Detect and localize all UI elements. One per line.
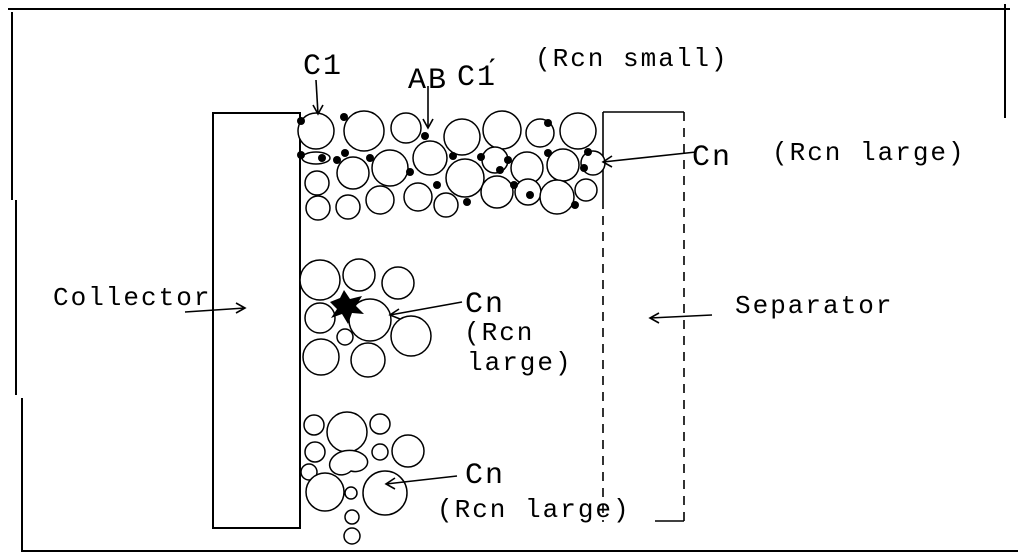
binder-dot xyxy=(477,153,485,161)
c1-arrow xyxy=(312,79,324,116)
c1-label: C1 xyxy=(303,50,343,84)
particle xyxy=(342,258,376,292)
binder-dot xyxy=(544,119,552,127)
particle xyxy=(303,414,325,436)
cn-bottom-arrow xyxy=(384,475,458,490)
binder-dot xyxy=(340,113,348,121)
particle xyxy=(343,110,385,152)
particle xyxy=(412,140,448,176)
binder-dot xyxy=(571,201,579,209)
separator-arrow xyxy=(648,312,713,324)
binder-dot xyxy=(297,151,305,159)
particle xyxy=(574,178,598,202)
cn-middle-label: Cn xyxy=(465,288,505,322)
binder-dot xyxy=(341,149,349,157)
rcn-large-bottom-label: (Rcn large) xyxy=(437,495,631,525)
collector-plate xyxy=(212,112,301,529)
outer-frame xyxy=(8,4,1018,552)
particle xyxy=(297,112,335,150)
particle xyxy=(390,112,422,144)
arrows xyxy=(184,79,713,490)
rcn-middle-close-label: large) xyxy=(467,348,573,378)
particle xyxy=(302,338,340,376)
particle xyxy=(369,413,391,435)
particle xyxy=(433,192,459,218)
particle xyxy=(390,315,432,357)
cn-top-arrow xyxy=(601,151,697,168)
particle xyxy=(559,112,597,150)
binder-dot xyxy=(406,168,414,176)
particle xyxy=(336,328,354,346)
rcn-large-top-label: (Rcn large) xyxy=(772,138,966,168)
binder-dot xyxy=(433,181,441,189)
binder-dot xyxy=(504,156,512,164)
binder-dot xyxy=(580,164,588,172)
particle xyxy=(371,149,409,187)
particle xyxy=(391,434,425,468)
middle-particle-cluster xyxy=(299,258,432,378)
bottom-particle-cluster xyxy=(300,411,425,545)
particle xyxy=(403,182,433,212)
c1-prime-label: C1́ xyxy=(457,59,497,95)
particle xyxy=(381,266,415,300)
particle xyxy=(300,463,318,481)
particle xyxy=(445,158,485,198)
binder-dot xyxy=(584,148,592,156)
collector-label: Collector xyxy=(53,283,211,313)
binder-blob xyxy=(330,290,364,324)
particle xyxy=(343,527,361,545)
particle xyxy=(304,441,326,463)
separator-box xyxy=(602,111,685,522)
cn-top-label: Cn xyxy=(692,141,732,175)
particle xyxy=(299,259,341,301)
collector-arrow xyxy=(184,302,247,314)
binder-dot xyxy=(318,154,326,162)
rcn-small-label: (Rcn small) xyxy=(535,44,729,74)
binder-dot xyxy=(297,117,305,125)
particle xyxy=(443,118,481,156)
binder-dot xyxy=(366,154,374,162)
rcn-middle-open-label: (Rcn xyxy=(464,318,534,348)
binder-dot xyxy=(510,181,518,189)
particle xyxy=(305,472,345,512)
particle xyxy=(482,110,522,150)
top-particle-layer xyxy=(297,110,606,221)
separator-label: Separator xyxy=(735,291,893,321)
binder-dot xyxy=(463,198,471,206)
particle xyxy=(344,509,360,525)
particle xyxy=(539,179,575,215)
particle xyxy=(365,185,395,215)
cn-bottom-label: Cn xyxy=(465,459,505,493)
cn-middle-arrow xyxy=(388,301,463,320)
irregular-particle xyxy=(328,449,369,476)
particle xyxy=(371,443,389,461)
binder-dot xyxy=(526,191,534,199)
binder-dot xyxy=(544,149,552,157)
particle xyxy=(350,342,386,378)
binder-dot xyxy=(421,132,429,140)
particle xyxy=(480,175,514,209)
binder-dot xyxy=(333,156,341,164)
particle xyxy=(362,470,408,516)
ab-label: AB xyxy=(408,64,448,98)
binder-dot xyxy=(449,152,457,160)
particle xyxy=(326,411,368,453)
binder-dot xyxy=(496,166,504,174)
particle xyxy=(335,194,361,220)
ab-arrow xyxy=(422,86,434,130)
particle xyxy=(305,195,331,221)
particle xyxy=(304,170,330,196)
particle xyxy=(344,486,358,500)
particle xyxy=(304,302,336,334)
particle xyxy=(336,156,370,190)
